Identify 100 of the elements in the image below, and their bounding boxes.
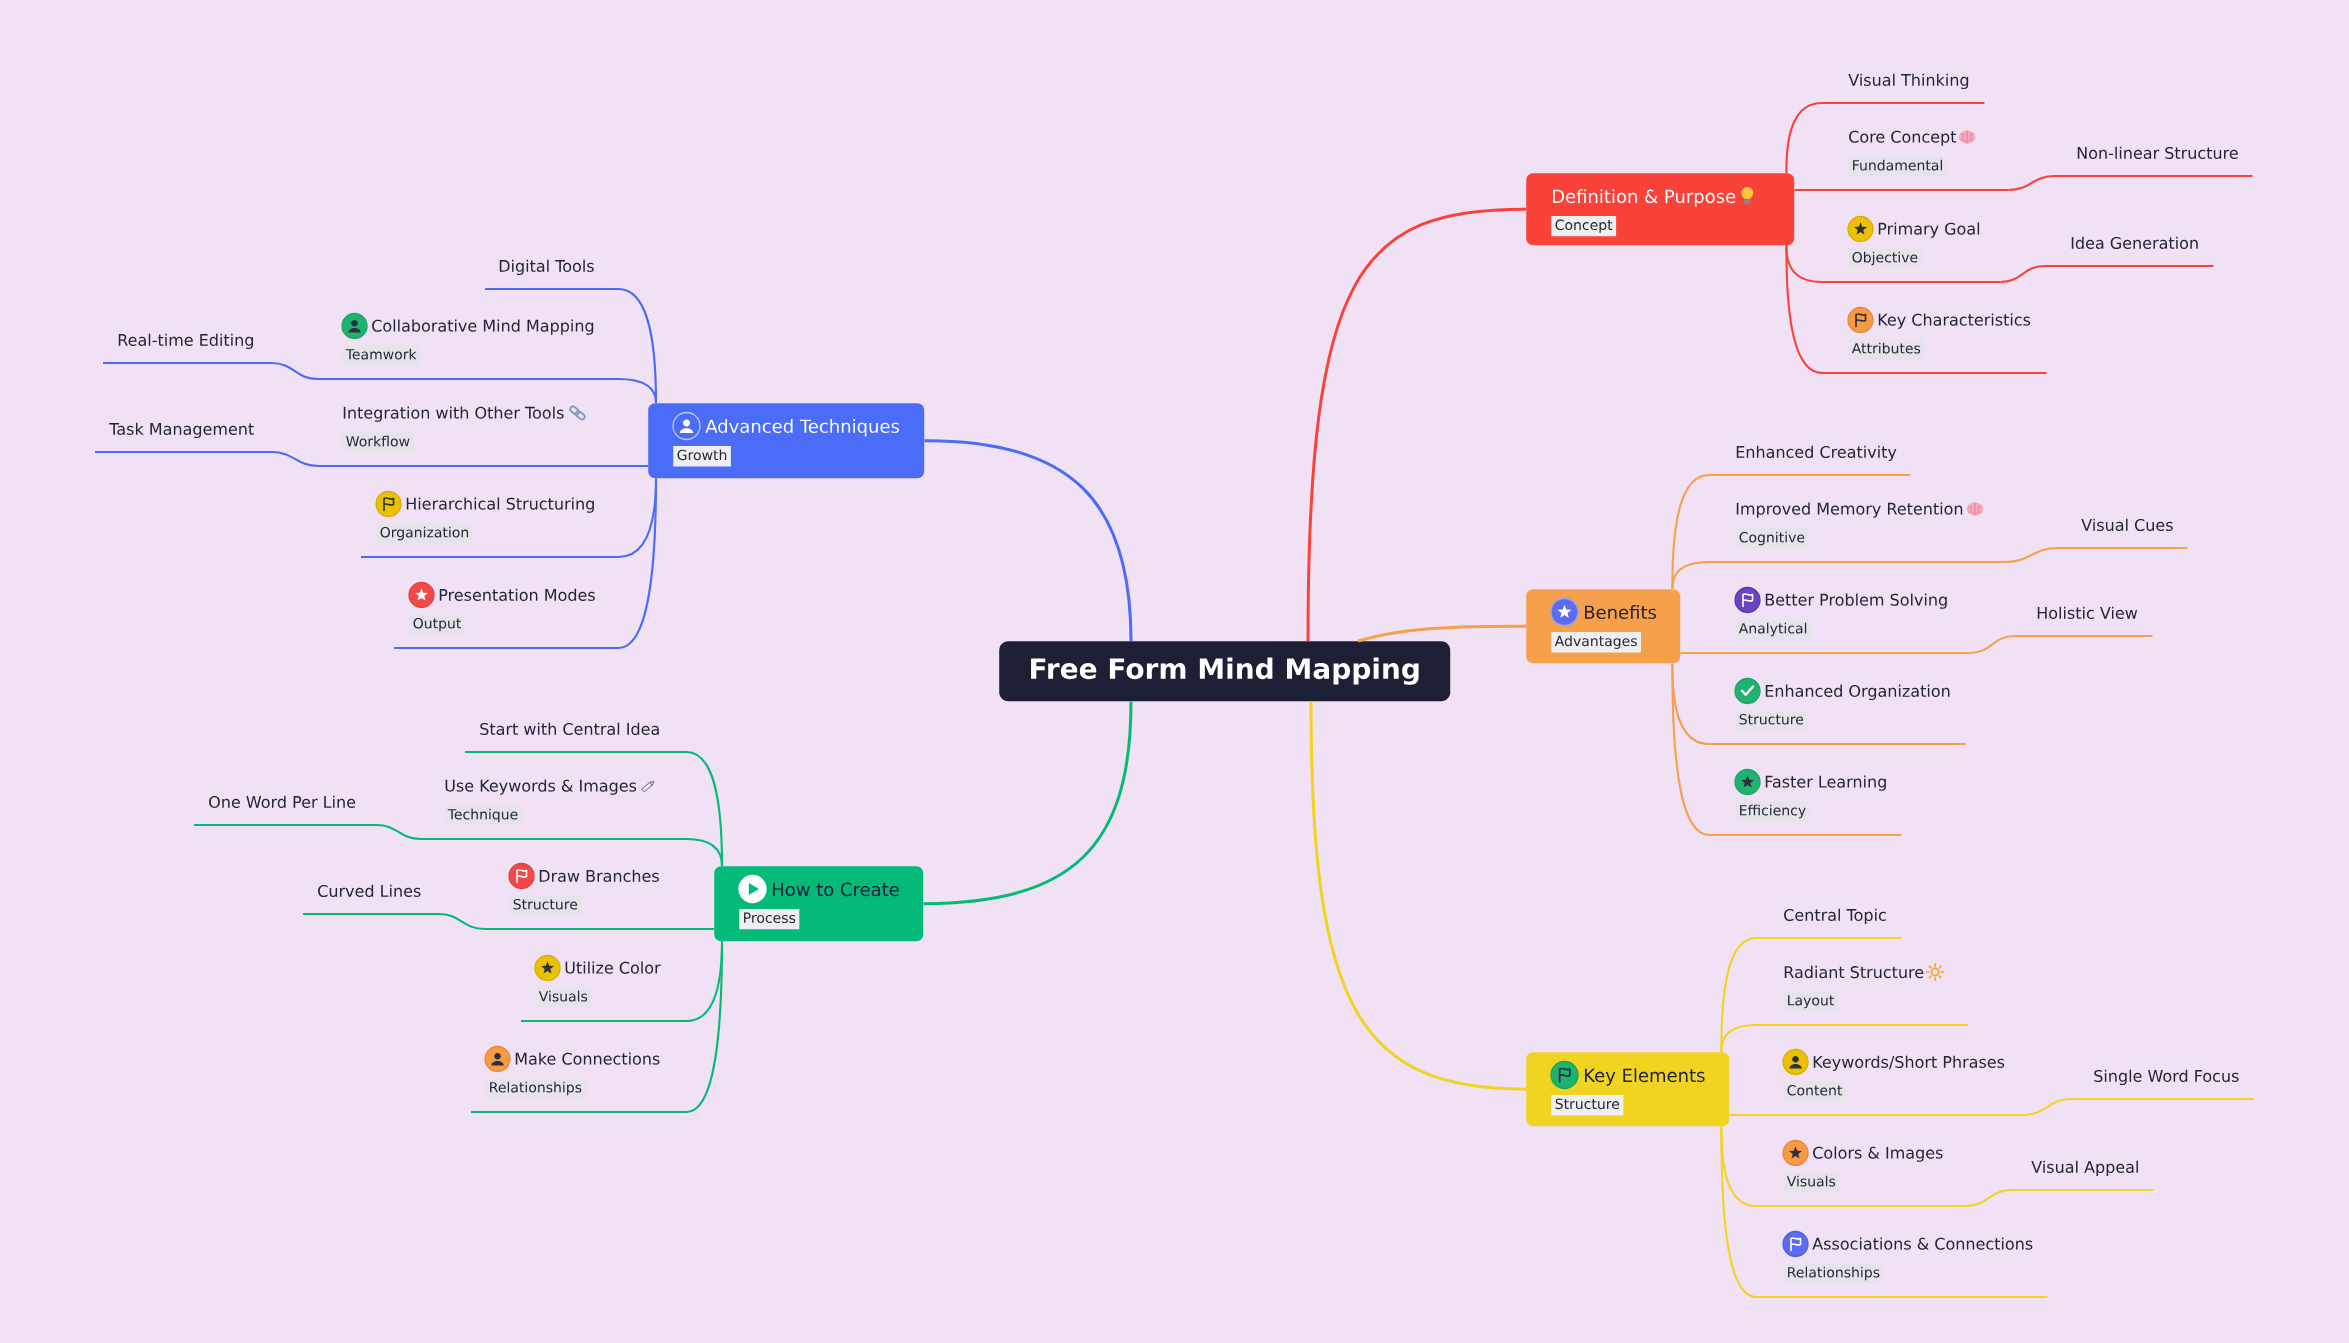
topic-text: One Word Per Line [209,795,356,808]
tag-label: Workflow [342,432,414,453]
topic-text: Integration with Other Tools [343,406,564,422]
tag-label: Organization [376,523,473,544]
branch-line [194,823,422,841]
branch-line [924,439,1133,642]
topic-text: Benefits [1585,605,1656,619]
branch-line [103,361,319,381]
topic-text: Visual Thinking [1848,73,1969,90]
branch-line [1785,245,2047,375]
topic-box [648,403,925,479]
branch-line [1671,663,1902,837]
tag-label: Visuals [535,987,592,1008]
tag-label: Technique [444,805,522,826]
topic-text: Make Connections [515,1052,660,1065]
tag-label: Objective [1848,248,1922,269]
topic-text: Real-time Editing [118,333,253,350]
branch-line [303,912,486,931]
branch-line [2000,264,2214,284]
branch-line [485,927,714,931]
topic-text: Faster Learning [1765,775,1886,791]
tag-label: Analytical [1735,619,1811,640]
topic-text: Core Concept [1849,130,1957,146]
branch-line [1306,207,1527,641]
topic-text: Keywords/Short Phrases [1813,1055,2005,1072]
topic-text: Advanced Techniques [705,419,899,437]
tag-label: Output [409,614,465,635]
topic-box [1526,589,1681,664]
branch-line [2022,1097,2254,1117]
branch-line [1309,701,1527,1091]
topic-box [1526,1052,1730,1127]
tag-label: Cognitive [1735,528,1809,549]
branch-line [1671,560,2006,589]
topic-text: Colors & Images [1813,1146,1943,1162]
tag-label: Teamwork [342,345,421,366]
topic-text: Task Management [109,422,254,439]
topic-text: Collaborative Mind Mapping [372,319,594,335]
tag-label: Structure [1735,710,1808,731]
branch-line [319,464,648,468]
tag-label: Structure [509,895,582,916]
tag-label: Structure [1551,1095,1624,1116]
branch-line [1357,624,1526,643]
branch-line [1680,651,1970,655]
branch-line [923,701,1133,906]
branch-line [1794,188,2009,192]
central-topic-box: Free Form Mind Mapping [999,641,1451,702]
topic-text: Associations & Connections [1812,1237,2033,1250]
topic-text: Visual Appeal [2031,1160,2138,1177]
topic-text: Presentation Modes [439,588,595,601]
branch-line [1720,936,1902,1052]
branch-line [1720,1023,1969,1052]
tag-label: Attributes [1848,339,1925,360]
branch-line [421,837,724,867]
tag-label: Content [1783,1081,1846,1102]
tag-label: Efficiency [1735,801,1810,822]
topic-text: Definition & Purpose [1553,189,1736,207]
topic-text: Key Elements [1585,1068,1705,1086]
topic-box [1526,173,1795,246]
tag-label: Visuals [1783,1172,1840,1193]
branch-line [2008,174,2253,192]
topic-text: Primary Goal [1878,222,1980,238]
topic-text: Central Topic [1784,908,1886,925]
tag-label: Concept [1551,216,1617,237]
tag-label: Advantages [1551,631,1642,653]
tag-label: Relationships [1783,1263,1884,1284]
topic-text: Curved Lines [318,884,421,897]
branch-line [318,377,658,404]
branch-line [1965,1188,2154,1208]
branch-line [2005,546,2188,564]
topic-text: Use Keywords & Images [445,779,637,795]
topic-text: Utilize Color [565,961,661,974]
tag-label: Growth [673,445,731,467]
branch-line [1785,245,2001,284]
topic-text: Holistic View [2037,606,2138,619]
topic-text: Key Characteristics [1878,313,2031,329]
branch-line [1785,101,1985,173]
branch-line [1729,1113,2023,1117]
topic-text: Non-linear Structure [2077,146,2238,159]
topic-text: Improved Memory Retention [1736,502,1963,518]
branch-line [471,941,724,1114]
topic-text: How to Create [773,882,899,897]
tag-label: Layout [1783,991,1838,1012]
topic-text: Digital Tools [499,259,594,276]
topic-text: Visual Cues [2081,518,2173,531]
topic-text: Enhanced Organization [1765,684,1950,701]
branch-line [1720,1126,2048,1299]
topic-text: Draw Branches [539,869,659,882]
topic-text: Better Problem Solving [1765,593,1947,609]
branch-line [1671,473,1911,589]
topic-text: Hierarchical Structuring [406,497,594,513]
tag-label: Fundamental [1848,156,1947,177]
topic-text: Single Word Focus [2094,1069,2239,1086]
topic-text: Radiant Structure [1784,965,1924,979]
topic-box [714,866,924,942]
branch-line [95,450,320,468]
branch-line [394,478,658,650]
tag-label: Relationships [485,1078,586,1099]
tag-label: Process [739,909,800,930]
topic-text: Enhanced Creativity [1736,445,1897,462]
topic-text: Idea Generation [2071,236,2198,249]
